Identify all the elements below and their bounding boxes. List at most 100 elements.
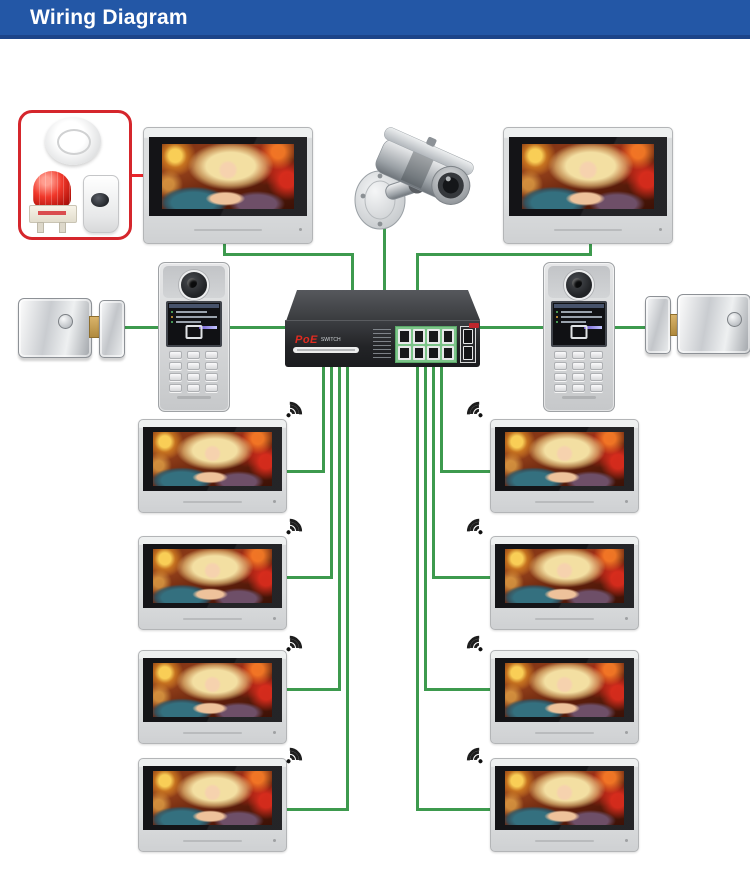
- video-feed-photo: [153, 771, 272, 825]
- lock-strike-plate: [99, 300, 125, 358]
- electric-lock-left: [18, 298, 125, 362]
- wire-segment: [225, 326, 290, 329]
- monitor-bezel: [143, 766, 282, 830]
- lock-knob: [727, 312, 742, 327]
- wire-riser: [346, 357, 349, 811]
- wire-riser: [322, 357, 325, 473]
- video-feed-photo: [522, 144, 654, 209]
- video-feed-photo: [505, 771, 624, 825]
- wire-riser: [432, 357, 435, 579]
- rj45-port: [463, 329, 473, 344]
- monitor-bezel: [495, 658, 634, 722]
- rj45-port: [463, 345, 473, 360]
- indoor-monitor-8: [490, 758, 639, 852]
- wire-riser: [424, 357, 427, 691]
- wire-branch: [281, 688, 341, 691]
- wire-branch: [416, 808, 494, 811]
- rj45-port: [427, 345, 440, 360]
- card-reader-icon: [185, 325, 203, 339]
- wire-segment: [223, 242, 226, 255]
- smoke-detector-icon: [45, 117, 101, 165]
- lock-knob: [58, 314, 73, 329]
- switch-led-labels: [373, 329, 391, 361]
- rj45-port: [412, 345, 425, 360]
- indoor-monitor-1: [138, 419, 287, 513]
- wire-branch: [440, 470, 494, 473]
- indoor-monitor-6: [490, 536, 639, 630]
- door-station-camera-lens-icon: [179, 270, 209, 300]
- monitor-bezel: [143, 427, 282, 491]
- wire-riser: [416, 357, 419, 811]
- wire-branch: [424, 688, 494, 691]
- indoor-monitor-7: [490, 650, 639, 744]
- alarm-accessories-box: [18, 110, 132, 240]
- wire-riser: [338, 357, 341, 691]
- indoor-monitor-4: [138, 758, 287, 852]
- wire-branch: [281, 576, 333, 579]
- indoor-monitor-3: [138, 650, 287, 744]
- wire-segment: [589, 242, 592, 255]
- monitor-speaker-slot: [554, 229, 622, 231]
- switch-model-strip: [293, 347, 359, 353]
- monitor-speaker-slot: [194, 229, 262, 231]
- door-station-camera-area: [548, 266, 610, 300]
- wire-segment: [223, 253, 354, 256]
- wifi-icon: [272, 625, 314, 666]
- rj45-port: [441, 329, 454, 344]
- wifi-icon: [456, 508, 497, 549]
- card-reader-icon: [570, 325, 588, 339]
- switch-top-face: [285, 290, 480, 324]
- monitor-bezel: [509, 137, 667, 216]
- video-feed-photo: [153, 663, 272, 717]
- wire-segment: [476, 326, 546, 329]
- wifi-icon: [272, 391, 314, 432]
- wire-segment: [118, 326, 162, 329]
- wire-segment: [610, 326, 652, 329]
- wire-riser: [440, 357, 443, 473]
- door-station-left: [158, 262, 230, 412]
- wire-riser: [330, 357, 333, 579]
- monitor-bezel: [143, 544, 282, 608]
- wire-segment: [416, 253, 419, 301]
- alarm-siren-icon: [29, 171, 77, 233]
- door-station-screen: [166, 301, 222, 347]
- monitor-mic-hole: [299, 228, 302, 231]
- wifi-icon: [456, 737, 497, 778]
- monitor-bezel: [495, 544, 634, 608]
- door-station-keypad: [554, 351, 603, 392]
- switch-brand-poe: PoE: [295, 334, 318, 346]
- screen-progress-bar: [199, 326, 217, 329]
- page-title: Wiring Diagram: [30, 6, 188, 29]
- monitor-bezel: [149, 137, 307, 216]
- lock-body: [18, 298, 92, 358]
- monitor-bezel: [495, 766, 634, 830]
- rj45-port: [412, 329, 425, 344]
- door-station-screen: [551, 301, 607, 347]
- wifi-icon: [272, 508, 314, 549]
- wifi-icon: [456, 391, 497, 432]
- door-station-camera-lens-icon: [564, 270, 594, 300]
- switch-lan-ports: [395, 326, 457, 363]
- electric-lock-right: [644, 292, 750, 356]
- lock-strike-plate: [645, 296, 671, 354]
- entrance-monitor-left: [143, 127, 313, 244]
- indoor-monitor-2: [138, 536, 287, 630]
- door-station-camera-area: [163, 266, 225, 300]
- rj45-port: [427, 329, 440, 344]
- header-banner: Wiring Diagram: [0, 0, 750, 39]
- monitor-bezel: [495, 427, 634, 491]
- wire-branch: [281, 808, 349, 811]
- switch-logo-badge: [469, 323, 479, 328]
- video-feed-photo: [505, 663, 624, 717]
- video-feed-photo: [153, 549, 272, 603]
- door-station-speaker-slot: [177, 396, 211, 399]
- door-station-keypad: [169, 351, 218, 392]
- rj45-port: [398, 329, 411, 344]
- rj45-port: [441, 345, 454, 360]
- wire-branch: [432, 576, 494, 579]
- wire-segment: [351, 253, 354, 301]
